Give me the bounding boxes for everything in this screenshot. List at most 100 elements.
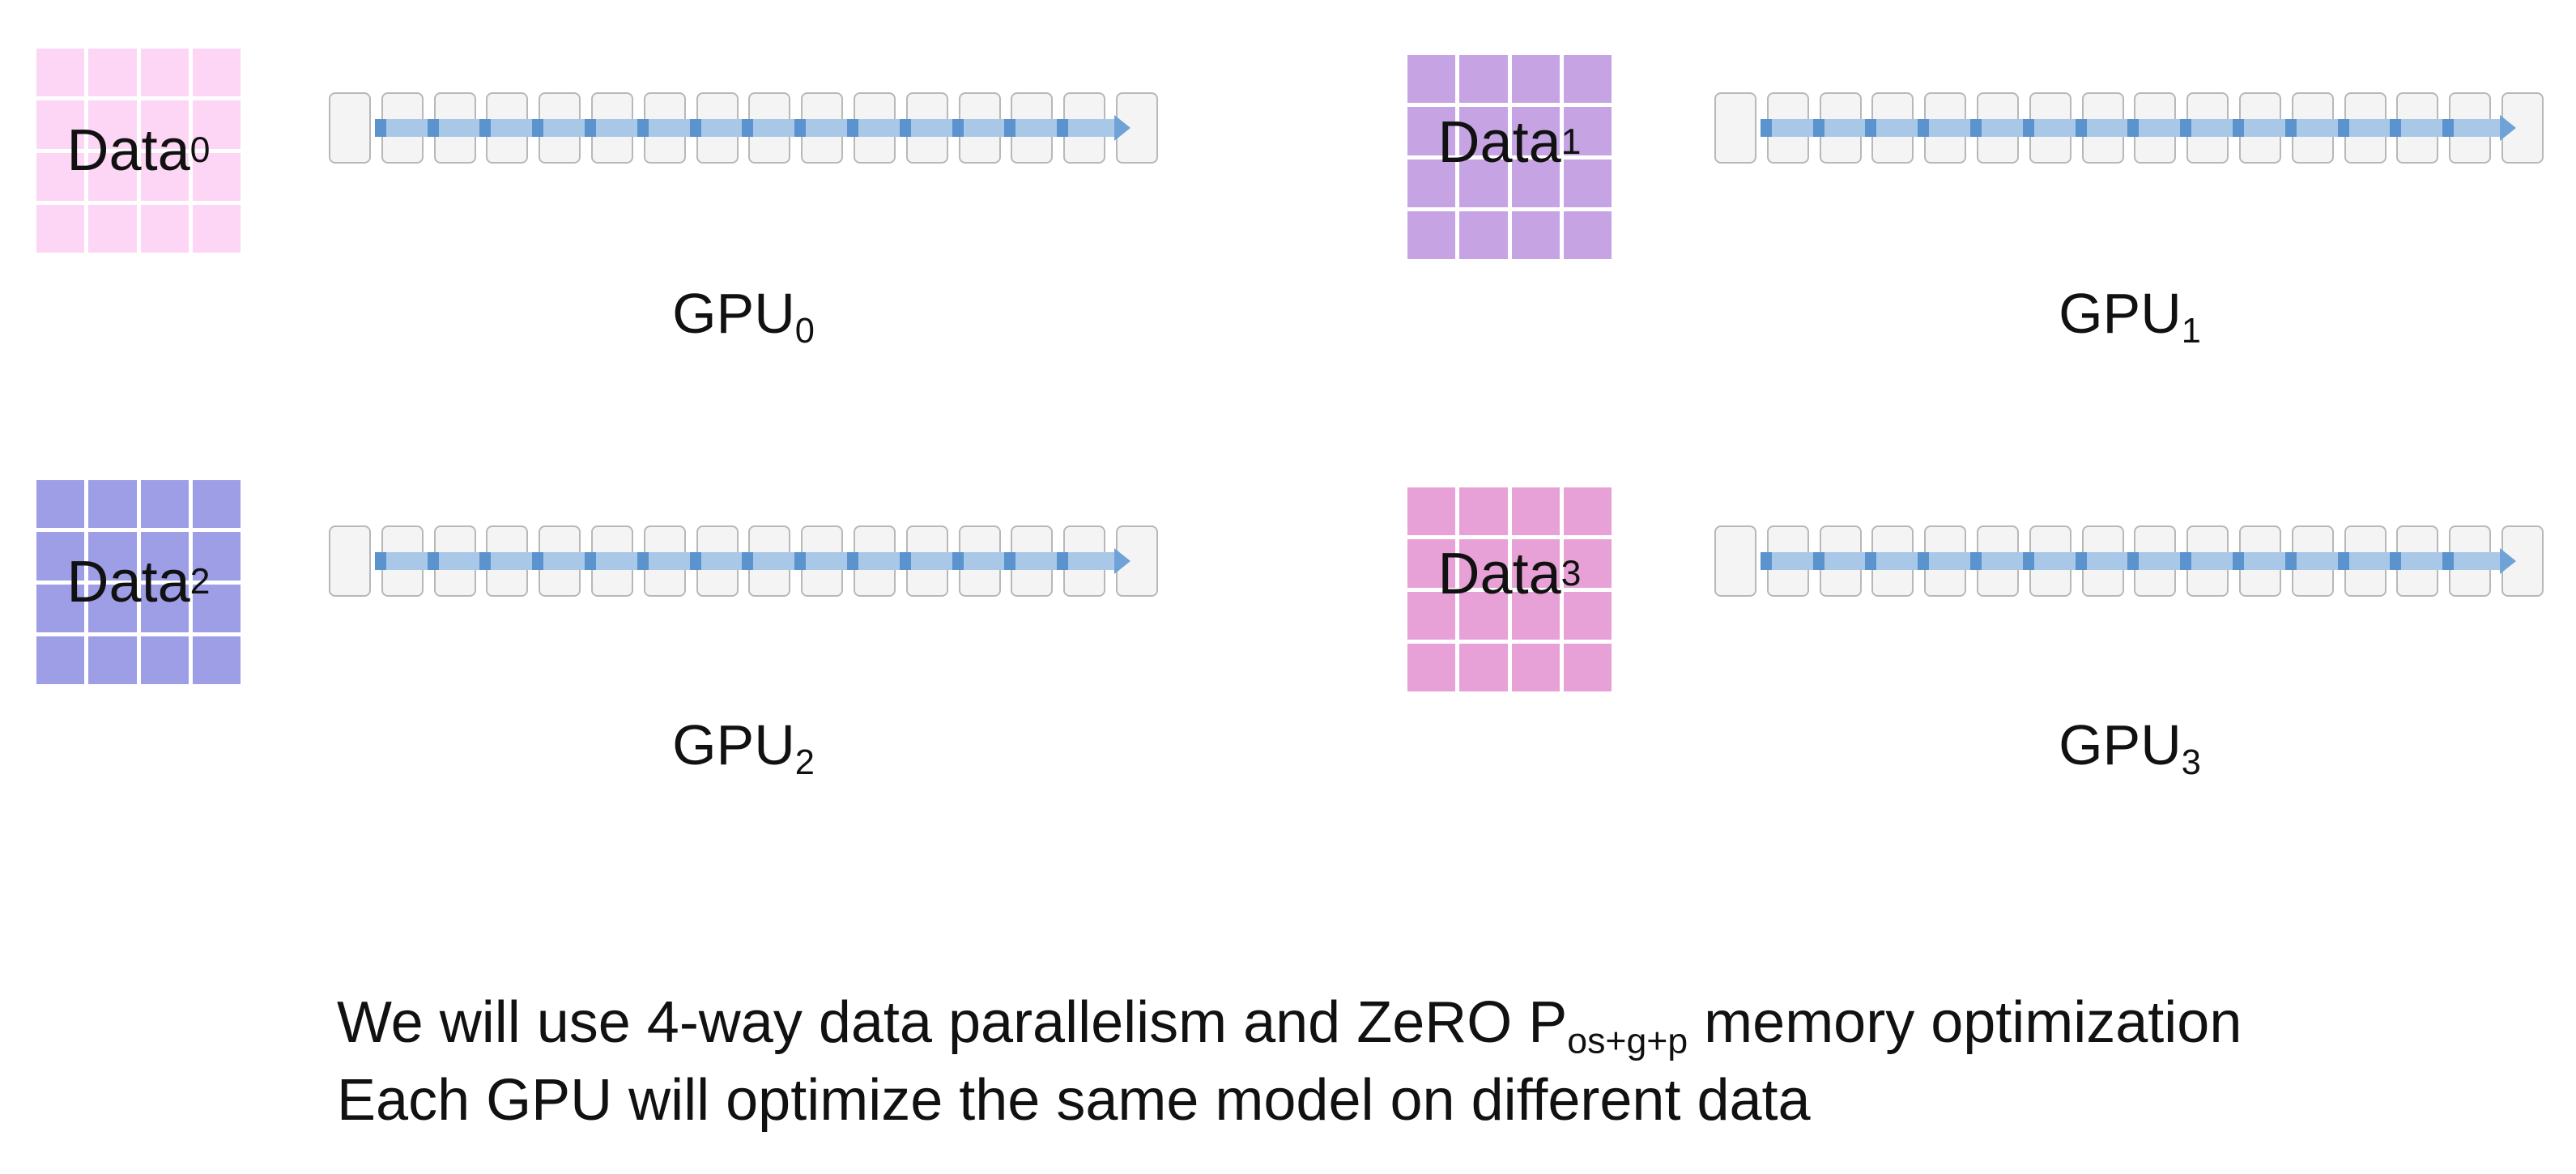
arrow-segment-mark: [1970, 119, 1982, 137]
arrow-segment-mark: [637, 552, 649, 570]
layer-slot: [329, 525, 371, 597]
data-cell: [36, 100, 85, 149]
layer-slot: [1714, 525, 1756, 597]
arrow-segment-mark: [2127, 552, 2139, 570]
model-pipeline-1: [1714, 92, 2545, 165]
data-cell: [1407, 159, 1456, 207]
arrow-segment-mark: [1865, 552, 1876, 570]
arrow-segment-mark: [742, 552, 753, 570]
data-cell: [1563, 55, 1612, 104]
gpu-label-text: GPU: [2059, 282, 2182, 345]
arrow-segment-mark: [1004, 552, 1015, 570]
data-cell: [88, 100, 137, 149]
data-cell: [88, 480, 137, 529]
arrow-segment-mark: [585, 552, 596, 570]
data-cell: [36, 480, 85, 529]
data-label-text: Data: [1437, 542, 1561, 606]
arrow-segment-mark: [479, 119, 491, 137]
data-cell: [192, 532, 241, 581]
arrow-segment-mark: [2127, 119, 2139, 137]
arrow-segment-mark: [2390, 552, 2401, 570]
arrow-head-icon: [2500, 548, 2516, 574]
arrow-segment-mark: [428, 552, 439, 570]
data-cell: [140, 480, 189, 529]
caption-line-1-prefix: We will use 4-way data parallelism and Z…: [337, 990, 1568, 1055]
data-cell: [1511, 55, 1560, 104]
arrow-segment-mark: [2076, 119, 2087, 137]
data-cell: [1459, 211, 1508, 259]
arrow-segment-mark: [532, 119, 543, 137]
data-cell: [36, 152, 85, 201]
arrow-segment-mark: [900, 552, 911, 570]
data-cell: [88, 584, 137, 632]
arrow-segment-mark: [2442, 119, 2454, 137]
arrow-segment-mark: [952, 119, 964, 137]
arrow-segment-mark: [1057, 119, 1068, 137]
data-cell: [1563, 487, 1612, 536]
data-block-3: [1407, 487, 1612, 691]
gpu-label-1: GPU1: [1968, 282, 2292, 349]
arrow-segment-mark: [900, 119, 911, 137]
data-cell: [192, 636, 241, 684]
arrow-segment-mark: [2390, 119, 2401, 137]
data-block-2: [36, 480, 241, 684]
arrow-segment-mark: [1761, 552, 1772, 570]
data-cell: [1511, 211, 1560, 259]
arrow-segment-mark: [2180, 552, 2191, 570]
arrow-head-icon: [2500, 115, 2516, 141]
gpu-label-0: GPU0: [581, 282, 905, 349]
arrow-segment-mark: [794, 552, 806, 570]
arrow-segment-mark: [637, 119, 649, 137]
data-cell: [1407, 55, 1456, 104]
data-cell: [1511, 591, 1560, 640]
data-cell: [140, 152, 189, 201]
data-cell: [88, 152, 137, 201]
layer-slot: [329, 92, 371, 164]
arrow-segment-mark: [690, 119, 701, 137]
data-cell: [1407, 643, 1456, 691]
data-cell: [1563, 159, 1612, 207]
layer-slot: [1714, 92, 1756, 164]
caption-line-1-suffix: memory optimization: [1688, 990, 2242, 1055]
data-cell: [140, 636, 189, 684]
arrow-segment-mark: [847, 552, 858, 570]
arrow-segment-mark: [1918, 552, 1929, 570]
data-cell: [192, 584, 241, 632]
arrow-segment-mark: [2233, 552, 2244, 570]
arrow-segment-mark: [1057, 552, 1068, 570]
data-label-text: Data: [66, 118, 190, 183]
data-cell: [140, 49, 189, 97]
arrow-segment-mark: [375, 119, 386, 137]
gpu-label-index: 3: [2181, 743, 2201, 783]
arrow-segment-mark: [952, 552, 964, 570]
data-cell: [88, 204, 137, 253]
data-cell: [1511, 159, 1560, 207]
data-cell: [88, 636, 137, 684]
data-cell: [192, 100, 241, 149]
data-cell: [140, 100, 189, 149]
data-label-text: Data: [66, 550, 190, 615]
arrow-segment-mark: [2023, 119, 2034, 137]
gpu-label-text: GPU: [672, 282, 795, 345]
data-cell: [1511, 643, 1560, 691]
arrow-segment-mark: [2338, 552, 2349, 570]
data-cell: [1511, 539, 1560, 588]
caption: We will use 4-way data parallelism and Z…: [337, 984, 2242, 1139]
gpu-label-index: 2: [794, 743, 815, 783]
arrow-segment-mark: [2285, 119, 2297, 137]
data-cell: [1459, 643, 1508, 691]
data-cell: [88, 49, 137, 97]
data-cell: [140, 584, 189, 632]
gpu-label-text: GPU: [2059, 713, 2182, 776]
arrow-segment-mark: [1004, 119, 1015, 137]
data-cell: [1459, 107, 1508, 155]
data-label-text: Data: [1437, 110, 1561, 175]
data-cell: [1459, 539, 1508, 588]
data-cell: [1407, 107, 1456, 155]
arrow-segment-mark: [1761, 119, 1772, 137]
data-cell: [1407, 539, 1456, 588]
arrow-head-icon: [1114, 115, 1130, 141]
arrow-segment-mark: [2023, 552, 2034, 570]
